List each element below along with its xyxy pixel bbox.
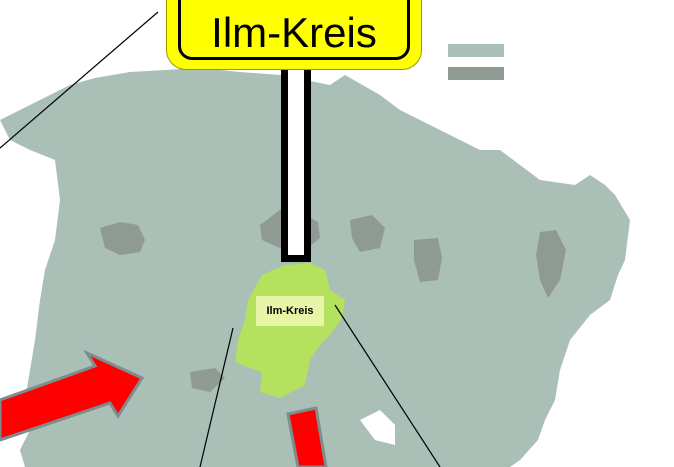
town-sign-text: Ilm-Kreis bbox=[211, 8, 377, 56]
red-arrow bbox=[0, 349, 145, 442]
city-patch bbox=[100, 222, 145, 255]
city-patch bbox=[190, 368, 225, 392]
red-arrow bbox=[286, 406, 328, 467]
legend-swatch-state bbox=[448, 44, 504, 57]
pointer-line bbox=[199, 327, 234, 467]
town-sign: Ilm-Kreis bbox=[166, 0, 422, 70]
district-label: Ilm-Kreis bbox=[256, 296, 324, 326]
region-notch bbox=[360, 410, 395, 445]
legend-swatch-city bbox=[448, 67, 504, 80]
city-patch bbox=[536, 230, 566, 298]
sign-post-inner bbox=[288, 70, 304, 255]
city-patch bbox=[414, 238, 442, 282]
pointer-line bbox=[334, 304, 441, 467]
town-sign-border: Ilm-Kreis bbox=[178, 0, 410, 60]
sign-post bbox=[281, 70, 311, 262]
pointer-line bbox=[0, 11, 159, 149]
city-patch bbox=[350, 215, 385, 252]
